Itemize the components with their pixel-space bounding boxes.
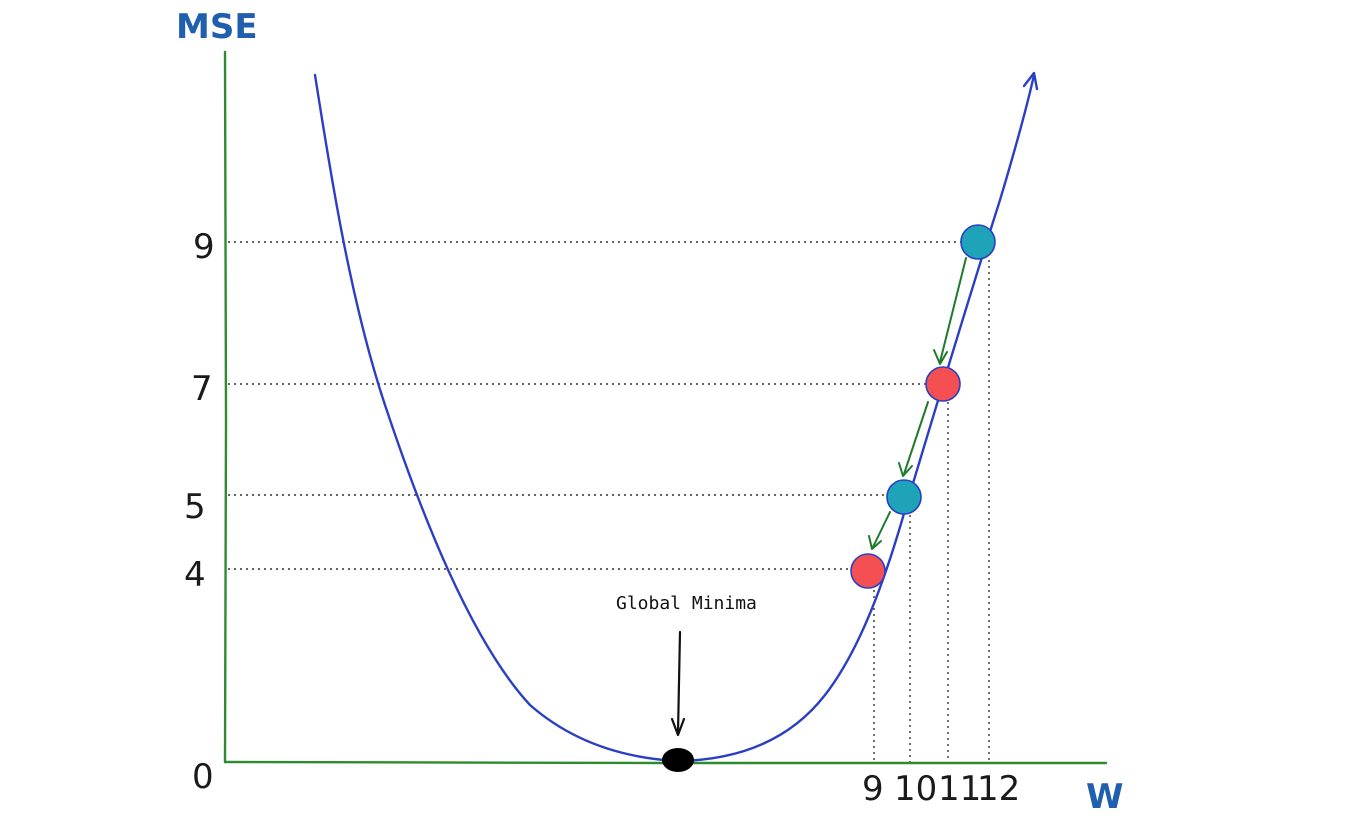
step-arrow-1 xyxy=(939,257,967,363)
y-tick-0: 0 xyxy=(192,757,214,797)
horizontal-guides xyxy=(228,241,978,570)
annotation-arrow-shaft xyxy=(676,630,682,735)
arrow-down-left-icon xyxy=(898,462,913,477)
y-tick-4: 4 xyxy=(184,555,206,595)
point-red-fourth xyxy=(850,553,886,589)
y-axis-line xyxy=(223,50,228,764)
step-arrow-3 xyxy=(872,511,891,548)
global-minima-label: Global Minima xyxy=(616,593,757,614)
arrow-down-icon xyxy=(670,717,686,737)
point-teal-third xyxy=(886,479,922,515)
arrow-up-icon xyxy=(1022,71,1039,91)
x-axis-title: W xyxy=(1086,777,1124,817)
arrow-down-left-icon xyxy=(868,535,882,550)
loss-curve xyxy=(313,71,1039,763)
y-tick-7: 7 xyxy=(191,369,213,409)
descent-points xyxy=(850,224,996,589)
x-tick-12: 12 xyxy=(977,769,1020,809)
step-arrow-2 xyxy=(903,401,929,475)
global-minimum-dot xyxy=(662,748,694,772)
curve-right-branch xyxy=(676,73,1036,763)
x-axis-line xyxy=(223,760,1108,765)
vertical-guides xyxy=(873,260,990,762)
axes xyxy=(223,50,1108,765)
x-tick-labels: 9 10 11 12 xyxy=(862,769,1020,809)
step-arrows xyxy=(868,257,967,550)
x-tick-9: 9 xyxy=(862,769,884,809)
x-tick-11: 11 xyxy=(938,769,981,809)
y-axis-title: MSE xyxy=(176,7,258,47)
point-teal-start xyxy=(960,224,996,260)
curve-left-branch xyxy=(313,73,680,763)
y-tick-5: 5 xyxy=(184,487,206,527)
y-tick-labels: 0 4 5 7 9 xyxy=(184,227,215,797)
annotation-arrow xyxy=(670,630,686,737)
y-tick-9: 9 xyxy=(193,227,215,267)
arrow-down-left-icon xyxy=(933,349,948,365)
x-tick-10: 10 xyxy=(894,769,937,809)
point-red-second xyxy=(925,366,961,402)
